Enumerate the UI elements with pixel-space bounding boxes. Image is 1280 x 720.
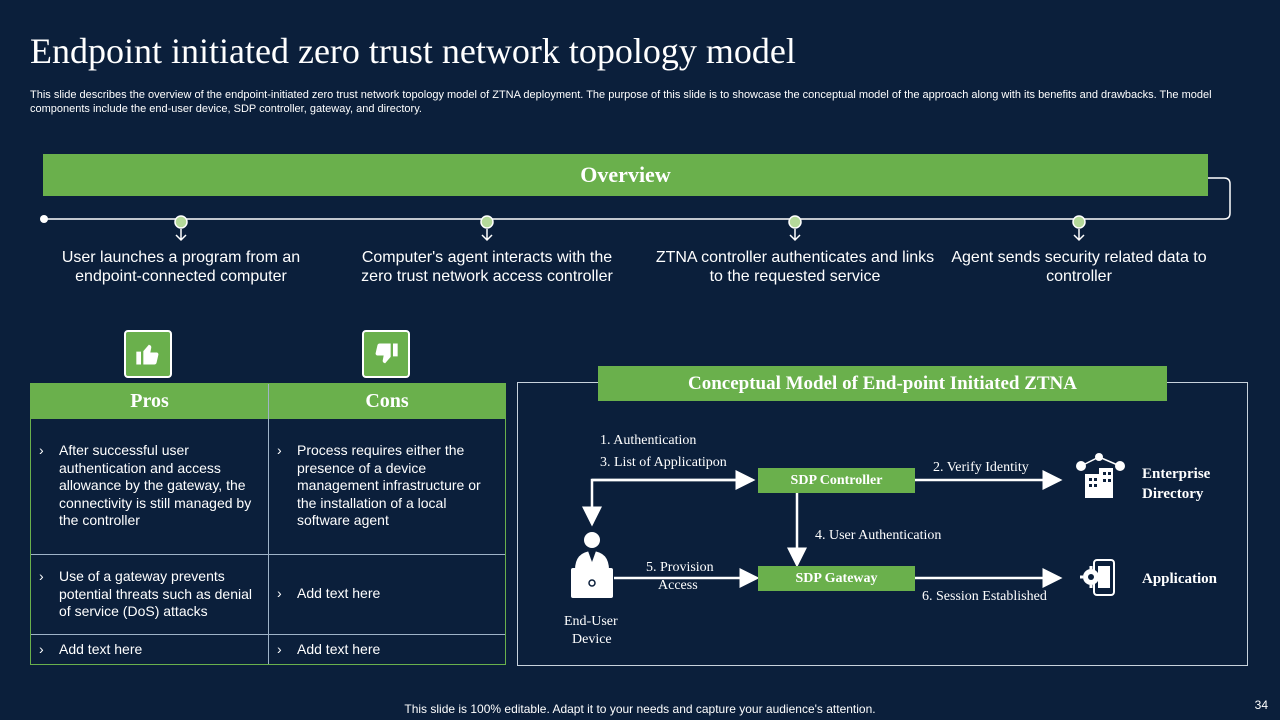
footer-note: This slide is 100% editable. Adapt it to… — [404, 702, 876, 716]
label-session-established: 6. Session Established — [922, 589, 1047, 604]
label-enterprise: Enterprise — [1142, 466, 1211, 482]
cons-item-2: ›Add text here — [277, 585, 381, 601]
thumbs-up-icon — [124, 330, 172, 378]
conceptual-model-title: Conceptual Model of End-point Initiated … — [598, 366, 1167, 401]
sdp-gateway-node: SDP Gateway — [758, 566, 915, 591]
label-device: Device — [572, 632, 612, 647]
overview-step-3: ZTNA controller authenticates and links … — [655, 249, 935, 285]
cons-item-1: ›Process requires either the presence of… — [277, 442, 481, 528]
enterprise-directory-icon — [1076, 453, 1125, 498]
overview-step-2: Computer's agent interacts with the zero… — [361, 249, 613, 285]
page-title: Endpoint initiated zero trust network to… — [30, 31, 796, 71]
pros-item-2: ›Use of a gateway prevents potential thr… — [39, 568, 253, 619]
overview-step-1: User launches a program from an endpoint… — [61, 249, 301, 285]
label-verify-identity: 2. Verify Identity — [933, 460, 1029, 475]
label-provision: 5. Provision — [646, 560, 714, 575]
label-access: Access — [658, 578, 698, 593]
label-user-authentication: 4. User Authentication — [815, 528, 942, 543]
cons-item-3: ›Add text here — [277, 641, 381, 657]
pros-item-1: ›After successful user authentication an… — [39, 442, 252, 528]
pros-cons-table: Pros Cons ›After successful user authent… — [30, 383, 506, 665]
thumbs-down-icon — [362, 330, 410, 378]
pros-item-3: ›Add text here — [39, 641, 143, 657]
cons-header: Cons — [269, 384, 505, 419]
label-end-user: End-User — [564, 614, 618, 629]
overview-step-4: Agent sends security related data to con… — [951, 249, 1207, 285]
label-application: Application — [1142, 571, 1218, 587]
page-number: 34 — [1254, 698, 1268, 712]
user-laptop-icon — [571, 532, 613, 598]
pros-header: Pros — [31, 384, 268, 419]
sdp-controller-node: SDP Controller — [758, 468, 915, 493]
label-list-of-application: 3. List of Applicatipon — [600, 455, 727, 470]
application-gear-icon — [1080, 559, 1115, 596]
label-directory: Directory — [1142, 486, 1204, 502]
label-authentication: 1. Authentication — [600, 433, 697, 448]
slide-description: This slide describes the overview of the… — [30, 89, 1212, 115]
